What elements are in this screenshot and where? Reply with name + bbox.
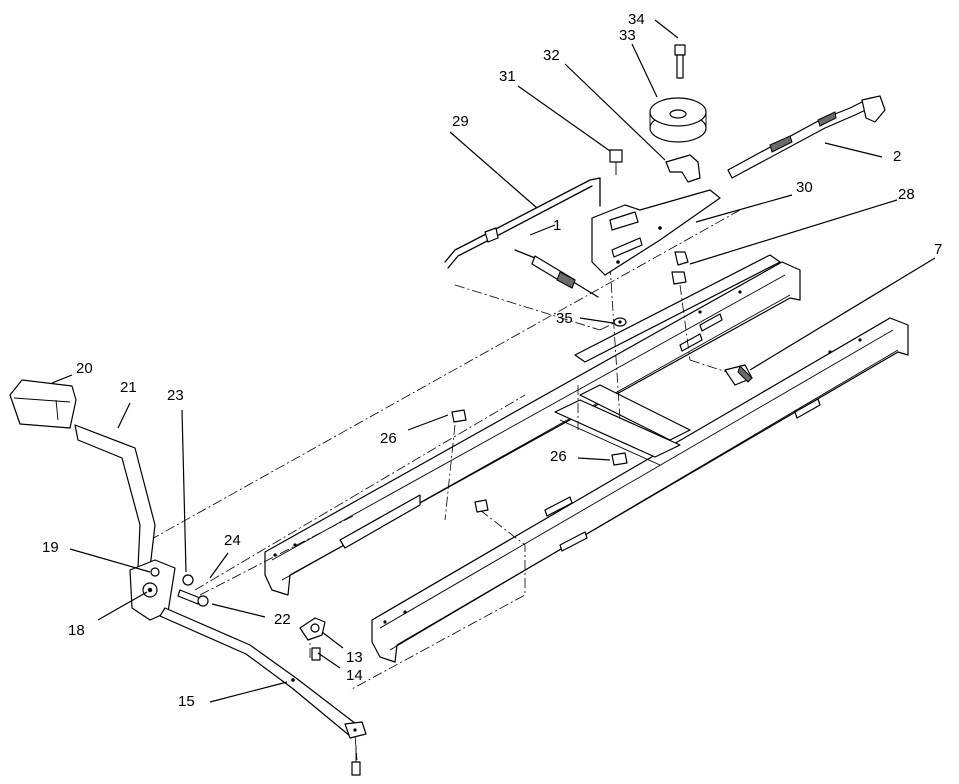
callout-30: 30 — [796, 179, 813, 196]
callout-14: 14 — [346, 667, 363, 684]
callout-34: 34 — [628, 11, 645, 28]
idler-rod — [444, 177, 601, 269]
bolt-top — [609, 149, 623, 175]
nut-upper — [671, 251, 689, 285]
callout-29: 29 — [452, 113, 469, 130]
leader-lines — [51, 19, 936, 703]
callout-21: 21 — [120, 379, 137, 396]
washer — [613, 317, 627, 327]
callout-13: 13 — [346, 649, 363, 666]
callout-26-upper: 26 — [380, 430, 397, 447]
tension-rod — [727, 95, 886, 179]
callout-15: 15 — [178, 693, 195, 710]
callout-31: 31 — [499, 68, 516, 85]
callout-32: 32 — [543, 47, 560, 64]
callout-19: 19 — [42, 539, 59, 556]
callout-labels: 1 2 7 13 14 15 18 19 20 21 22 23 24 26 2… — [42, 11, 942, 710]
callout-1: 1 — [553, 217, 561, 234]
cross-member — [554, 254, 781, 466]
bolt-bottom — [351, 745, 361, 776]
callout-7: 7 — [934, 241, 942, 258]
idler-pulley — [649, 97, 707, 143]
pedal-pad — [9, 379, 77, 429]
idler-bracket — [591, 189, 721, 276]
callout-23: 23 — [167, 387, 184, 404]
callout-35: 35 — [556, 310, 573, 327]
callout-18: 18 — [68, 622, 85, 639]
callout-2: 2 — [893, 148, 901, 165]
shoulder-bolt — [674, 44, 686, 79]
nut-lower — [611, 452, 628, 466]
clamp — [299, 617, 326, 661]
nut-rail — [474, 499, 489, 513]
brake-rod — [159, 607, 367, 739]
frame-rail-left — [264, 261, 801, 596]
adjuster-spring — [724, 364, 753, 386]
callout-24: 24 — [224, 532, 241, 549]
nut-mid — [451, 409, 467, 423]
callout-22: 22 — [274, 611, 291, 628]
extension-spring — [514, 249, 599, 298]
frame-rail-right — [371, 317, 909, 663]
pedal-arm — [74, 424, 156, 569]
callout-28: 28 — [898, 186, 915, 203]
pedal-bracket — [129, 559, 209, 621]
callout-33: 33 — [619, 27, 636, 44]
bracket-small — [665, 154, 701, 183]
callout-20: 20 — [76, 360, 93, 377]
callout-26-lower: 26 — [550, 448, 567, 465]
